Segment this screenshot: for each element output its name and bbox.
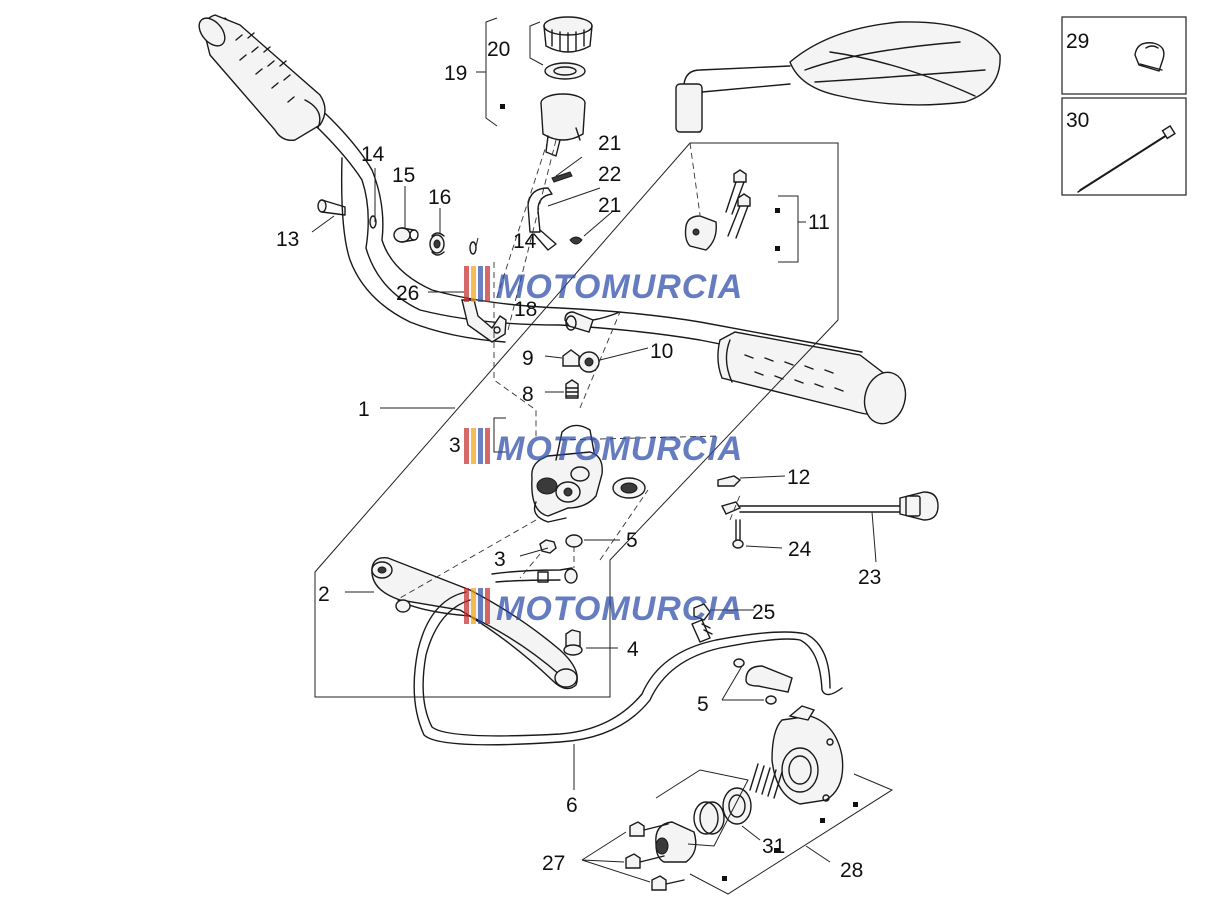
watermark-text-1: MOTOMURCIA bbox=[496, 268, 743, 306]
handlebar-part-1 bbox=[209, 17, 863, 373]
callout-3-lower: 3 bbox=[494, 548, 506, 571]
callout-5-upper: 5 bbox=[626, 529, 638, 552]
callout-29: 29 bbox=[1066, 30, 1089, 53]
callout-25: 25 bbox=[752, 601, 775, 624]
bracket-28 bbox=[689, 773, 894, 895]
reservoir-body-part-19 bbox=[540, 93, 586, 157]
callout-14-upper: 14 bbox=[361, 143, 385, 166]
right-grip bbox=[717, 331, 907, 425]
banjo-bolt-part-10 bbox=[578, 351, 600, 373]
callout-27: 27 bbox=[542, 852, 565, 875]
callout-21-lower: 21 bbox=[598, 194, 621, 217]
box-part-30 bbox=[1061, 97, 1187, 196]
clamp-bolts-part-11 bbox=[684, 169, 751, 251]
callout-8: 8 bbox=[522, 383, 534, 406]
group-markers bbox=[500, 104, 858, 881]
bracket-31 bbox=[655, 769, 749, 847]
watermark-text-3: MOTOMURCIA bbox=[496, 590, 743, 628]
callout-4: 4 bbox=[627, 638, 639, 661]
washer-part-5-upper bbox=[565, 534, 583, 548]
banjo-fitting-part-25 bbox=[691, 603, 713, 643]
frame-outline bbox=[314, 142, 839, 698]
callout-16: 16 bbox=[428, 186, 451, 209]
cable-tie-part-30 bbox=[1077, 124, 1176, 193]
callout-14-lower: 14 bbox=[513, 230, 537, 253]
screw-part-24 bbox=[732, 519, 744, 549]
callout-31: 31 bbox=[762, 835, 785, 858]
callout-15: 15 bbox=[392, 164, 415, 187]
reservoir-seal bbox=[544, 62, 586, 80]
bleed-nipple-part-9 bbox=[562, 349, 580, 367]
mirror-part bbox=[675, 21, 1001, 133]
callout-28: 28 bbox=[840, 859, 863, 882]
spacer-part-15 bbox=[393, 227, 419, 243]
clutch-lever-part-2 bbox=[371, 557, 578, 690]
boot-seal bbox=[612, 477, 646, 499]
bracket-part-26 bbox=[461, 299, 507, 343]
callout-30: 30 bbox=[1066, 109, 1089, 132]
box-part-29 bbox=[1061, 16, 1187, 95]
bleed-screw-part-8 bbox=[565, 379, 579, 399]
banjo-elbow bbox=[745, 665, 793, 693]
callout-23: 23 bbox=[858, 566, 881, 589]
spring-part bbox=[749, 763, 783, 799]
bolt-part-13 bbox=[317, 199, 346, 216]
callout-2: 2 bbox=[318, 583, 330, 606]
washer-part-5-a bbox=[733, 658, 745, 668]
bracket-19-20 bbox=[476, 17, 498, 127]
washer-part-14-mid bbox=[469, 241, 477, 255]
left-grip bbox=[198, 14, 326, 141]
callout-1: 1 bbox=[358, 398, 370, 421]
callout-22: 22 bbox=[598, 163, 621, 186]
hydraulic-hose-part-6 bbox=[413, 591, 843, 746]
callout-18: 18 bbox=[514, 298, 537, 321]
bracket-11 bbox=[778, 195, 806, 263]
master-cylinder-housing bbox=[531, 424, 603, 523]
switch-bracket-part-12 bbox=[717, 475, 742, 487]
watermark-1: MOTOMURCIA bbox=[464, 266, 743, 306]
hose-clamp-part-21-lower bbox=[569, 236, 583, 245]
bracket-3 bbox=[493, 417, 506, 453]
rubber-mount-part-16 bbox=[429, 232, 445, 256]
callout-10: 10 bbox=[650, 340, 673, 363]
callout-20: 20 bbox=[487, 38, 510, 61]
callout-26: 26 bbox=[396, 282, 419, 305]
bushing-part bbox=[655, 821, 697, 863]
watermark-3: MOTOMURCIA bbox=[464, 588, 743, 628]
callout-13: 13 bbox=[276, 228, 299, 251]
push-rod bbox=[491, 567, 578, 584]
washer-part-5-b bbox=[765, 695, 777, 705]
callout-9: 9 bbox=[522, 347, 534, 370]
pivot-bolt-part-4 bbox=[563, 629, 583, 656]
banjo-fitting-part-18 bbox=[564, 311, 621, 333]
bracket-20 bbox=[529, 21, 544, 66]
callout-24: 24 bbox=[788, 538, 812, 561]
watermark-2: MOTOMURCIA bbox=[464, 428, 743, 468]
callout-21-upper: 21 bbox=[598, 132, 621, 155]
callout-labels: 29 30 20 19 21 22 21 14 15 16 13 14 11 2… bbox=[276, 30, 1089, 882]
watermark-text-2: MOTOMURCIA bbox=[496, 430, 743, 468]
switch-cable-part-23 bbox=[720, 491, 939, 521]
callout-3-upper: 3 bbox=[449, 434, 461, 457]
callout-11: 11 bbox=[808, 211, 830, 234]
bolts-part-27 bbox=[625, 821, 685, 891]
slave-cylinder-part-28 bbox=[771, 705, 844, 805]
piston-seal-part-31 bbox=[693, 787, 752, 835]
callout-12: 12 bbox=[787, 466, 810, 489]
callout-6: 6 bbox=[566, 794, 578, 817]
cable-clamp-part-29 bbox=[1134, 42, 1165, 72]
callout-leaders bbox=[311, 156, 877, 883]
hose-clamp-part-21-upper bbox=[551, 171, 573, 183]
nut-part-3 bbox=[539, 539, 557, 554]
callout-5-lower: 5 bbox=[697, 693, 709, 716]
callout-19: 19 bbox=[444, 62, 467, 85]
reservoir-cap-part-20 bbox=[543, 16, 593, 53]
